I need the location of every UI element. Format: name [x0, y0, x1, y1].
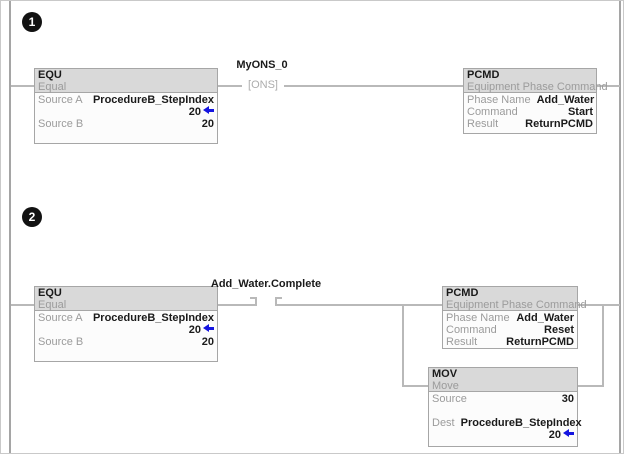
command-label: Command [467, 106, 518, 118]
cross-reference-arrow-icon[interactable] [203, 324, 214, 332]
phase-name-value[interactable]: Add_Water [536, 94, 595, 106]
pcmd-header: PCMD Equipment Phase Command [443, 287, 587, 311]
rung-2-wire [218, 304, 255, 306]
source-b-label: Source B [38, 336, 84, 348]
mov-dest-value[interactable]: 20 [548, 429, 561, 441]
left-power-rail [9, 1, 11, 453]
rung-1-number[interactable]: 1 [22, 12, 42, 32]
result-label: Result [446, 336, 478, 348]
source-a-label: Source A [38, 94, 83, 106]
branch-wire [578, 385, 604, 387]
phase-name-value[interactable]: Add_Water [516, 312, 574, 324]
pcmd-mnemonic: PCMD [446, 287, 479, 299]
equ-mnemonic: EQU [38, 69, 62, 81]
phase-name-label: Phase Name [467, 94, 531, 106]
ons-instruction[interactable]: [ONS] [242, 79, 284, 92]
mov-header: MOV Move [429, 368, 577, 392]
source-a-label: Source A [38, 312, 83, 324]
rung-1-wire [11, 85, 34, 87]
rung-2-number[interactable]: 2 [22, 207, 42, 227]
branch-end-wire [602, 304, 604, 387]
phase-name-label: Phase Name [446, 312, 510, 324]
equ-description: Equal [38, 299, 67, 311]
command-value[interactable]: Start [567, 106, 593, 118]
mov-source-label: Source [432, 393, 467, 405]
equ-mnemonic: EQU [38, 287, 62, 299]
pcmd-description: Equipment Phase Command [446, 299, 587, 311]
source-a-value[interactable]: 20 [188, 324, 201, 336]
pcmd-instruction[interactable]: PCMD Equipment Phase Command Phase Name … [442, 286, 587, 349]
command-value[interactable]: Reset [544, 324, 574, 336]
contact-tag[interactable]: Add_Water.Complete [210, 278, 322, 290]
equ-description: Equal [38, 81, 67, 93]
equ-instruction[interactable]: EQU Equal Source A ProcedureB_StepIndex … [34, 286, 218, 362]
rung-1-wire [597, 85, 620, 87]
mov-source-value[interactable]: 30 [561, 393, 574, 405]
mov-description: Move [432, 380, 459, 392]
rung-1-wire [218, 85, 242, 87]
cross-reference-arrow-icon[interactable] [203, 106, 214, 114]
source-a-value[interactable]: 20 [188, 106, 201, 118]
rung-2-wire [277, 304, 442, 306]
mov-dest-label: Dest [432, 417, 455, 429]
source-b-value[interactable]: 20 [201, 118, 214, 130]
source-b-value[interactable]: 20 [201, 336, 214, 348]
result-value[interactable]: ReturnPCMD [525, 118, 593, 130]
result-label: Result [467, 118, 499, 130]
mov-instruction[interactable]: MOV Move Source 30 Dest ProcedureB_StepI… [428, 367, 582, 447]
equ-instruction[interactable]: EQU Equal Source A ProcedureB_StepIndex … [34, 68, 218, 144]
branch-start-wire [402, 304, 404, 387]
mov-mnemonic: MOV [432, 368, 458, 380]
pcmd-header: PCMD Equipment Phase Command [464, 69, 608, 93]
equ-header: EQU Equal [35, 69, 217, 93]
source-b-label: Source B [38, 118, 84, 130]
equ-header: EQU Equal [35, 287, 217, 311]
source-a-tag[interactable]: ProcedureB_StepIndex [92, 312, 214, 324]
pcmd-instruction[interactable]: PCMD Equipment Phase Command Phase Name … [463, 68, 608, 134]
rung-2-wire [11, 304, 34, 306]
pcmd-description: Equipment Phase Command [467, 81, 608, 93]
mov-dest-tag[interactable]: ProcedureB_StepIndex [460, 417, 582, 429]
ons-tag[interactable]: MyONS_0 [236, 59, 288, 71]
branch-wire [402, 385, 428, 387]
rung-2-wire [578, 304, 620, 306]
cross-reference-arrow-icon[interactable] [563, 429, 574, 437]
right-power-rail [619, 1, 621, 453]
source-a-tag[interactable]: ProcedureB_StepIndex [92, 94, 214, 106]
pcmd-mnemonic: PCMD [467, 69, 500, 81]
rung-1-wire [284, 85, 463, 87]
command-label: Command [446, 324, 497, 336]
result-value[interactable]: ReturnPCMD [506, 336, 574, 348]
